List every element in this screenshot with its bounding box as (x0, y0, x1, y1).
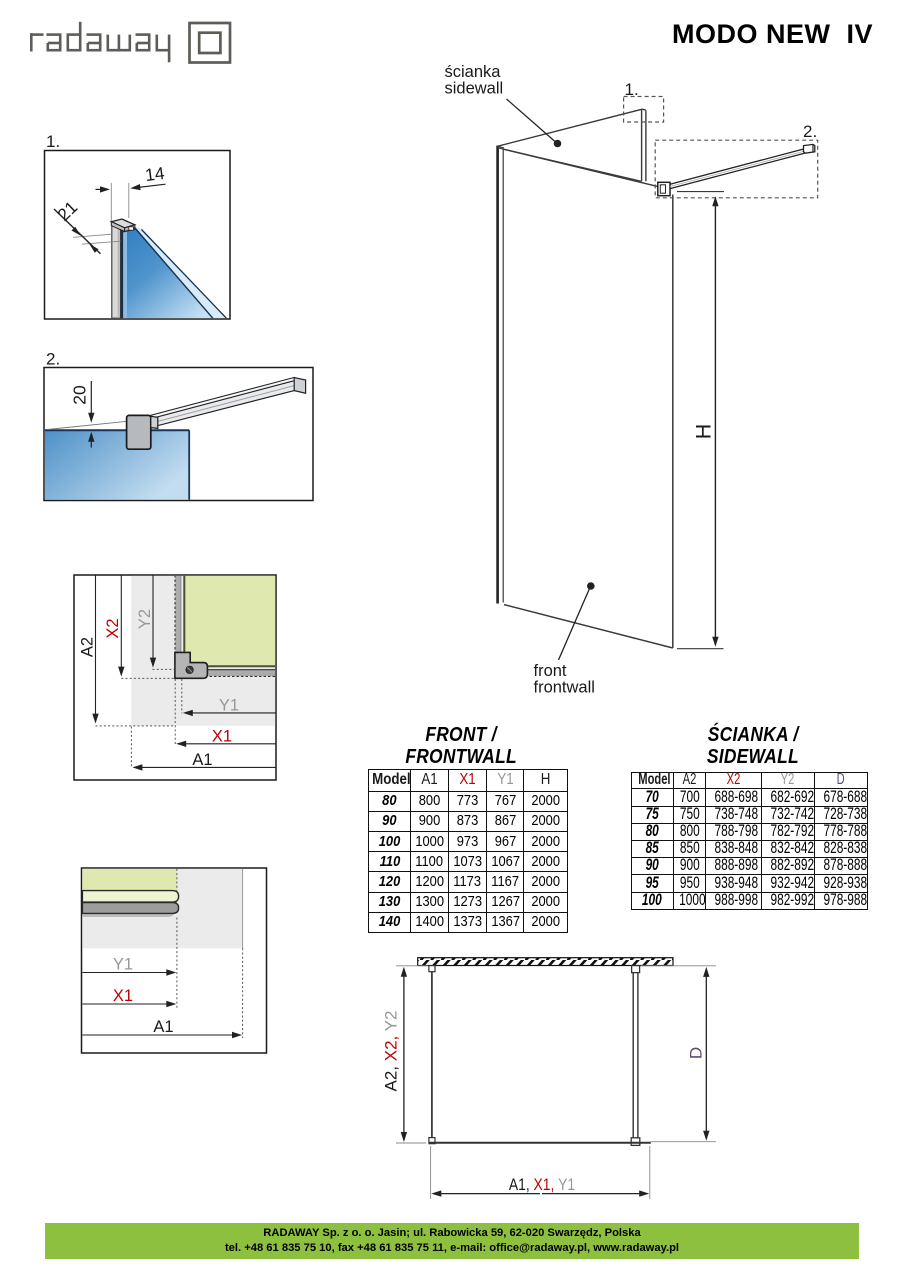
svg-text:2.: 2. (803, 122, 817, 141)
svg-text:A2: A2 (78, 637, 96, 657)
svg-text:X2: X2 (104, 618, 122, 638)
svg-text:ścianka: ścianka (445, 63, 502, 81)
svg-text:Y2: Y2 (136, 609, 154, 629)
svg-text:A1, X1, Y1: A1, X1, Y1 (509, 1176, 575, 1194)
svg-text:1.: 1. (46, 132, 60, 151)
svg-text:front: front (534, 662, 567, 680)
svg-text:Y1: Y1 (219, 697, 239, 715)
svg-text:1.: 1. (625, 80, 639, 99)
svg-text:A2, X2, Y2: A2, X2, Y2 (382, 1011, 401, 1092)
svg-text:Y1: Y1 (113, 956, 133, 974)
svg-text:X1: X1 (212, 727, 232, 745)
svg-text:D: D (687, 1047, 706, 1059)
svg-text:H: H (692, 424, 716, 440)
svg-text:2.: 2. (46, 350, 60, 369)
svg-text:frontwall: frontwall (534, 679, 595, 697)
svg-text:A1: A1 (153, 1018, 173, 1036)
svg-text:sidewall: sidewall (445, 80, 504, 98)
svg-text:A1: A1 (192, 751, 212, 769)
svg-text:20: 20 (70, 385, 90, 405)
svg-text:X1: X1 (113, 987, 133, 1005)
svg-text:14: 14 (144, 163, 166, 185)
